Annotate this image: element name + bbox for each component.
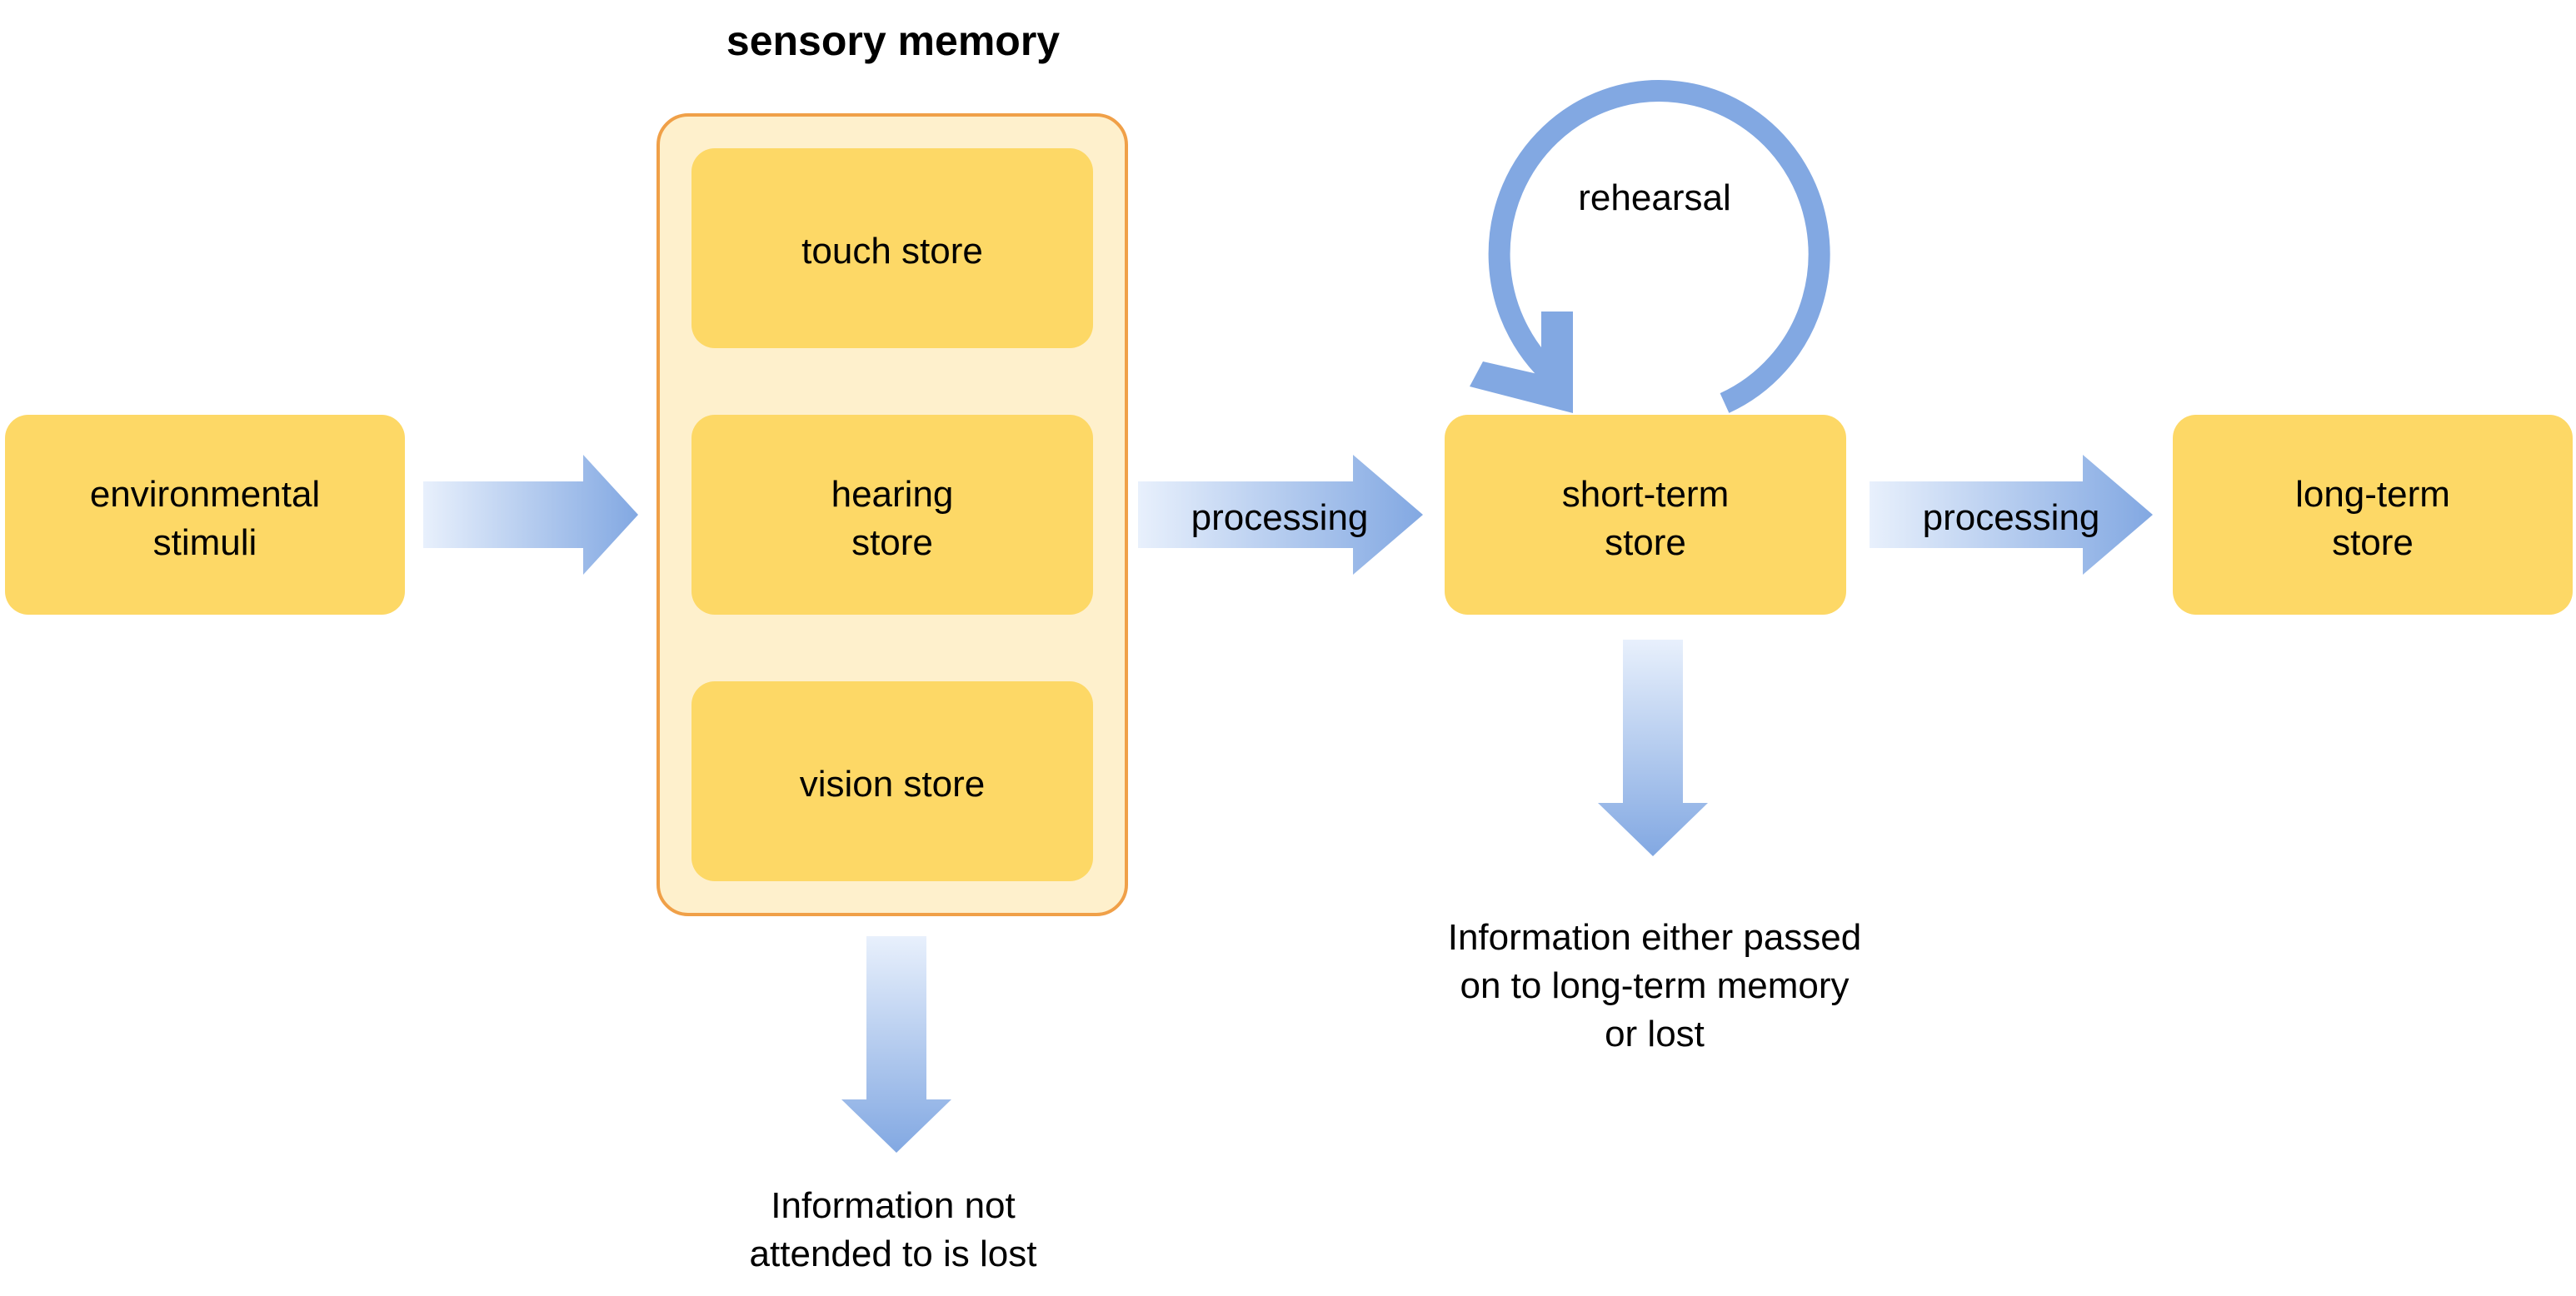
sensory-lost-note-line2: attended to is lost (750, 1234, 1037, 1274)
arrow-short-term-to-long-term: processing (1870, 455, 2153, 575)
arrow-sensory-lost (841, 936, 951, 1153)
short-term-outcome-note-line3: or lost (1605, 1014, 1705, 1054)
arrow-sensory-to-short-term: processing (1138, 455, 1423, 575)
hearing-store-box: hearing store (691, 415, 1093, 615)
processing-label-1: processing (1191, 497, 1369, 538)
hearing-store-label-line2: store (851, 522, 933, 563)
sensory-lost-note: Information not attended to is lost (750, 1185, 1037, 1274)
processing-label-2: processing (1923, 497, 2100, 538)
environmental-stimuli-box: environmental stimuli (5, 415, 405, 615)
long-term-store-label-line1: long-term (2295, 474, 2450, 515)
long-term-store-label-line2: store (2332, 522, 2414, 563)
short-term-outcome-note-line1: Information either passed (1448, 917, 1862, 958)
environmental-stimuli-label-line2: stimuli (153, 522, 257, 563)
touch-store-box: touch store (691, 148, 1093, 348)
arrow-stimuli-to-sensory (423, 455, 638, 575)
arrow-short-term-outcome (1598, 640, 1708, 856)
sensory-memory-title: sensory memory (726, 17, 1060, 64)
short-term-store-label-line2: store (1605, 522, 1686, 563)
short-term-outcome-note: Information either passed on to long-ter… (1448, 917, 1862, 1054)
hearing-store-label-line1: hearing (831, 474, 954, 515)
vision-store-box: vision store (691, 681, 1093, 881)
long-term-store-box: long-term store (2173, 415, 2573, 615)
touch-store-label: touch store (801, 231, 983, 272)
short-term-outcome-note-line2: on to long-term memory (1460, 965, 1849, 1006)
short-term-store-label-line1: short-term (1562, 474, 1729, 515)
vision-store-label: vision store (800, 764, 986, 805)
short-term-store-box: short-term store (1445, 415, 1846, 615)
rehearsal-label: rehearsal (1578, 177, 1730, 218)
rehearsal-loop-arrow: rehearsal (1470, 80, 1830, 413)
sensory-lost-note-line1: Information not (771, 1185, 1016, 1226)
environmental-stimuli-label-line1: environmental (90, 474, 320, 515)
rehearsal-arrowhead (1470, 312, 1573, 413)
